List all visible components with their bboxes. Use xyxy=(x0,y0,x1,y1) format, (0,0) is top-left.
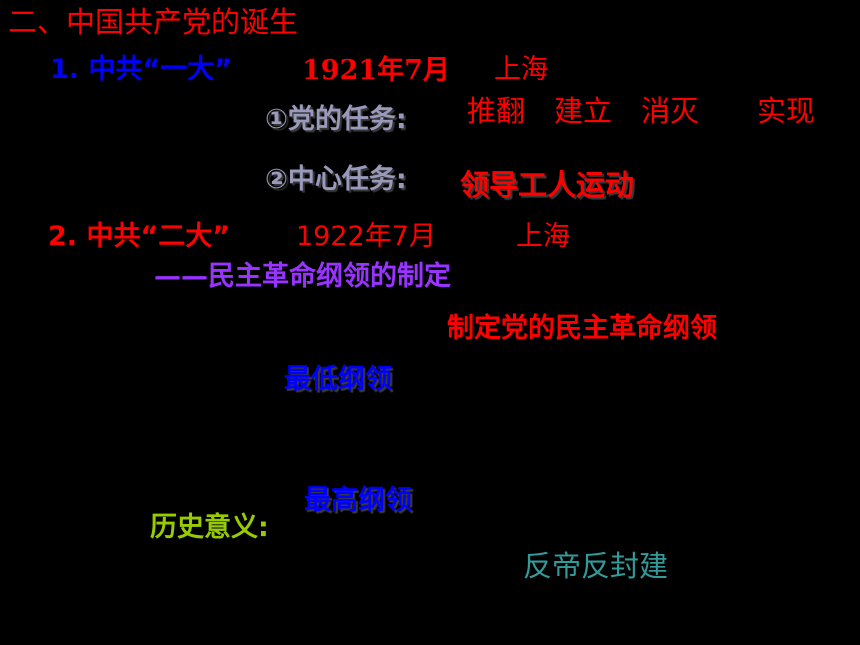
party-task-value: 推翻 建立 消灭 实现 xyxy=(467,94,816,128)
maximum-program: 最高纲领 xyxy=(304,485,412,516)
anti-imperialism-feudalism: 反帝反封建 xyxy=(523,549,669,583)
first-congress-place: 上海 xyxy=(494,54,548,85)
center-task-value: 领导工人运动 xyxy=(460,168,635,202)
historical-significance-label: 历史意义: xyxy=(150,512,269,543)
second-congress-place: 上海 xyxy=(516,221,570,252)
party-task-label: ①党的任务: xyxy=(265,104,407,135)
first-congress-date: 1921年7月 xyxy=(302,55,450,86)
first-congress-heading: 1. 中共“一大” xyxy=(50,54,232,85)
democratic-program: 制定党的民主革命纲领 xyxy=(447,313,717,344)
center-task-label: ②中心任务: xyxy=(265,164,407,195)
section-title: 二、中国共产党的诞生 xyxy=(8,5,299,39)
second-congress-subtitle: ——民主革命纲领的制定 xyxy=(154,261,451,292)
second-congress-date: 1922年7月 xyxy=(296,221,436,252)
minimum-program: 最低纲领 xyxy=(284,364,392,395)
second-congress-heading: 2. 中共“二大” xyxy=(48,221,230,252)
